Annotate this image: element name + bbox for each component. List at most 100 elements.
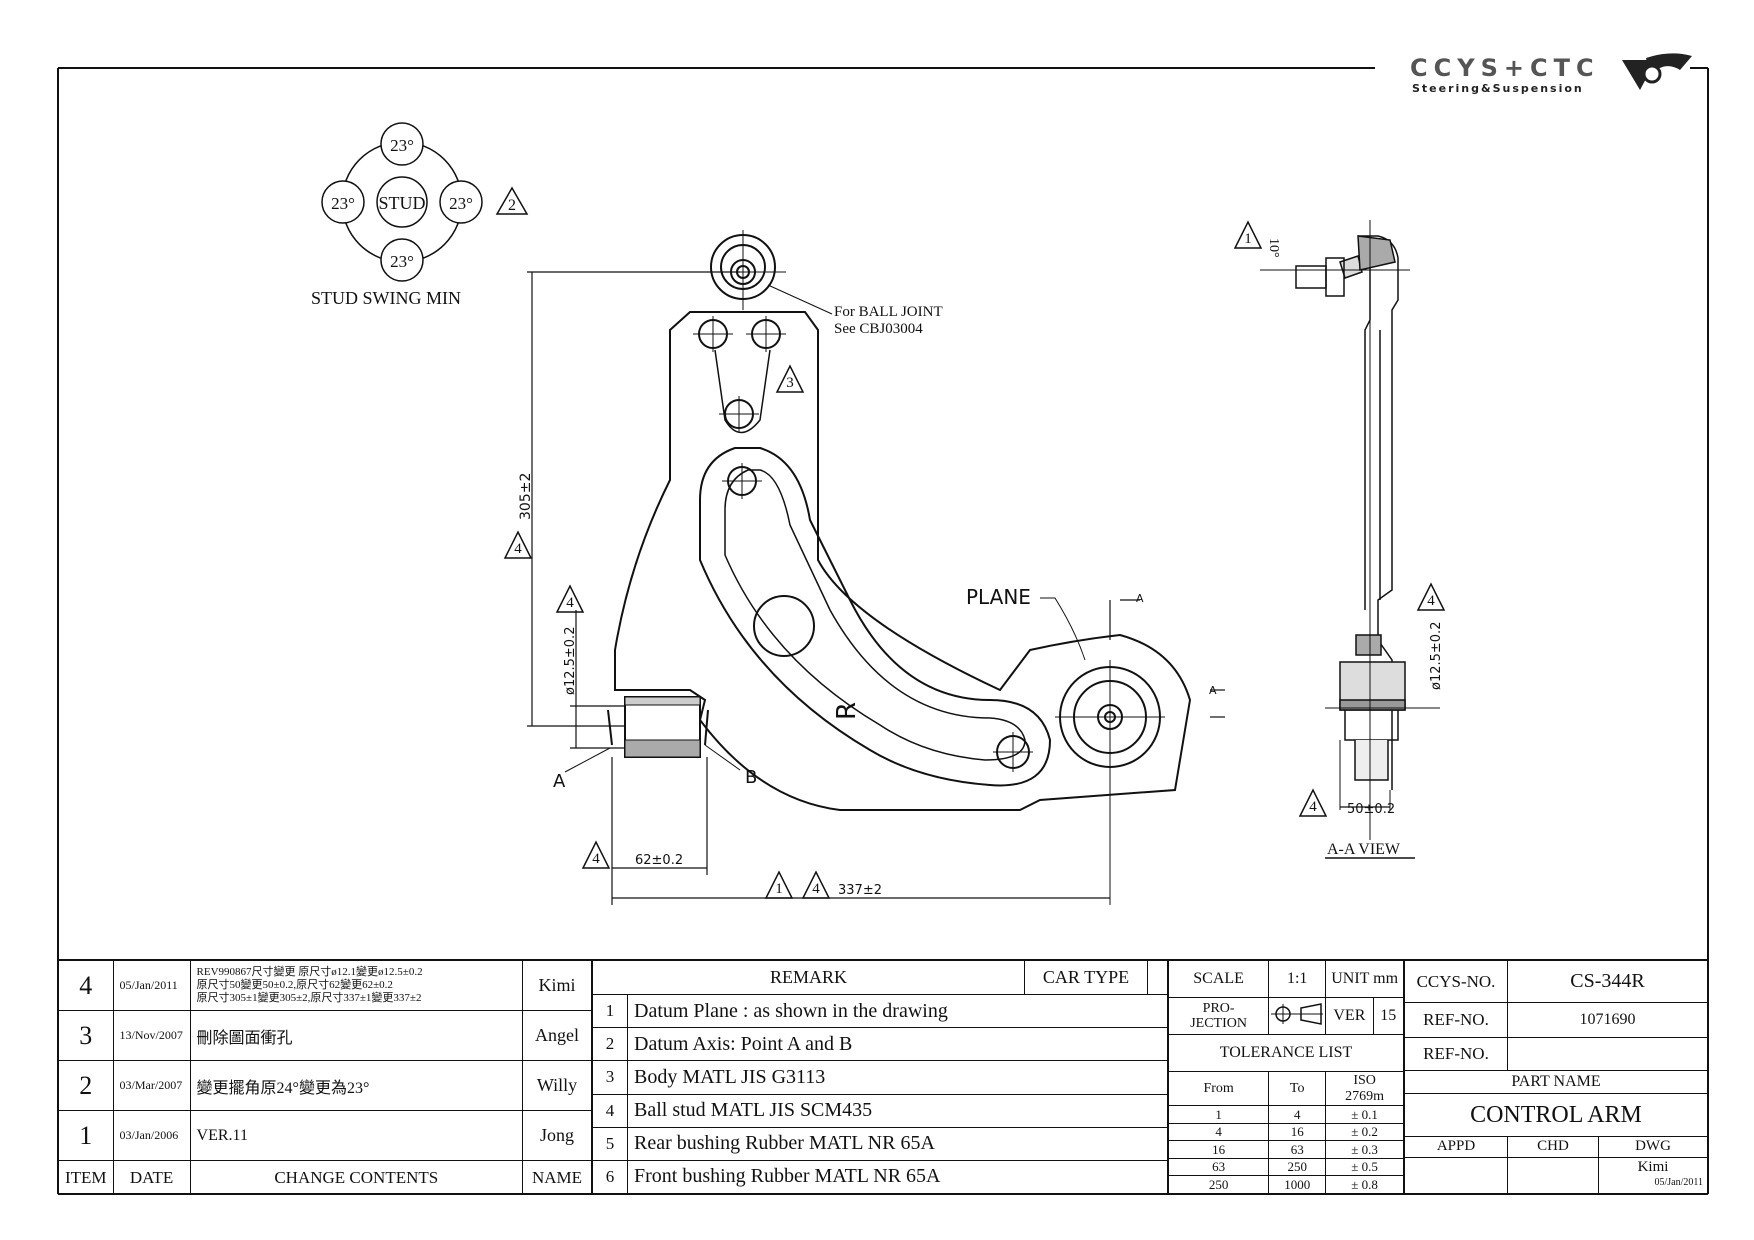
dim-50: 50±0.2 [1347, 802, 1395, 817]
rev-marker-4d: 4 [812, 881, 820, 897]
remark-text: Datum Plane : as shown in the drawing [627, 994, 1168, 1029]
tol-from: 250 [1167, 1175, 1270, 1194]
specs-table: SCALE 1:1 UNIT mm PRO-JECTION VER 15 TOL… [1167, 959, 1404, 1194]
rev-contents-line: REV990867尺寸變更 原尺寸ø12.1變更ø12.5±0.2 [196, 966, 423, 978]
ref-no2-label: REF-NO. [1404, 1037, 1508, 1072]
plane-label: PLANE [966, 585, 1031, 609]
dwg-label: DWG [1597, 1135, 1709, 1158]
angle-10: 10° [1266, 238, 1281, 258]
tol-to: 4 [1268, 1105, 1327, 1124]
remark-number: 2 [592, 1027, 628, 1062]
remark-number: 3 [592, 1060, 628, 1095]
rev-marker-4f: 4 [1309, 799, 1317, 815]
rev-item: 3 [58, 1010, 114, 1061]
remark-text: Datum Axis: Point A and B [627, 1027, 1168, 1062]
remark-text: Rear bushing Rubber MATL NR 65A [627, 1126, 1168, 1161]
rev-date: 03/Jan/2006 [112, 1110, 191, 1161]
rev-header-date: DATE [112, 1160, 191, 1195]
rev-name: Jong [522, 1110, 592, 1161]
chd-sign [1507, 1156, 1599, 1195]
rev-header-name: NAME [522, 1160, 592, 1195]
rev-contents: REV990867尺寸變更 原尺寸ø12.1變更ø12.5±0.2 原尺寸50變… [189, 960, 524, 1011]
rev-header-item: ITEM [58, 1160, 114, 1195]
rev-date: 13/Nov/2007 [112, 1010, 191, 1061]
stud-swing-diagram [321, 122, 529, 282]
drawn-by: Kimi [1637, 1159, 1669, 1176]
ref-no-value: 1071690 [1507, 1002, 1708, 1039]
rev-item: 2 [58, 1060, 114, 1111]
rev-marker-1b: 1 [1244, 231, 1252, 247]
car-type-label: CAR TYPE [1023, 959, 1148, 996]
dim-125-right: ø12.5±0.2 [1429, 622, 1444, 690]
aa-view-label: A-A VIEW [1327, 841, 1401, 858]
part-name-label: PART NAME [1404, 1070, 1708, 1095]
side-view-center-lines [1260, 220, 1440, 840]
rev-triangles [503, 220, 1446, 899]
remark-number: 4 [592, 1093, 628, 1128]
rev-item: 1 [58, 1110, 114, 1161]
appd-label: APPD [1404, 1135, 1508, 1158]
dwg-cell: Kimi 05/Jan/2011 [1597, 1156, 1709, 1195]
center-lines [693, 230, 1165, 905]
tol-head-from: From [1167, 1071, 1270, 1107]
car-type-value [1146, 959, 1169, 996]
unit-label: UNIT [1331, 970, 1370, 988]
tol-value: ± 0.1 [1325, 1105, 1404, 1124]
rev-name: Willy [522, 1060, 592, 1111]
tol-value: ± 0.5 [1325, 1157, 1404, 1177]
logo-emblem-icon [1622, 53, 1692, 90]
rev-date: 03/Mar/2007 [112, 1060, 191, 1111]
tolerance-title: TOLERANCE LIST [1168, 1034, 1404, 1073]
rev-contents: VER.11 [189, 1110, 524, 1161]
ball-joint-note-1: For BALL JOINT [834, 304, 943, 320]
tol-to: 1000 [1268, 1175, 1327, 1194]
ref-no-label: REF-NO. [1404, 1002, 1508, 1039]
tol-to: 63 [1268, 1140, 1327, 1159]
tol-value: ± 0.8 [1325, 1175, 1404, 1194]
dim-125-left: ø12.5±0.2 [563, 627, 578, 695]
tol-to: 250 [1268, 1157, 1327, 1177]
part-name-value: CONTROL ARM [1404, 1093, 1708, 1137]
ccys-no-value: CS-344R [1507, 959, 1708, 1004]
projection-label: PRO-JECTION [1167, 997, 1270, 1036]
ccys-no-label: CCYS-NO. [1404, 959, 1508, 1004]
tol-from: 4 [1167, 1122, 1270, 1142]
r-label: R [832, 702, 862, 720]
revision-table: 4 05/Jan/2011 REV990867尺寸變更 原尺寸ø12.1變更ø1… [58, 960, 592, 1195]
rev-name: Angel [522, 1010, 592, 1061]
datum-b-label: B [745, 767, 757, 788]
rev-marker-4e: 4 [1427, 593, 1435, 609]
section-mark-top: A [1136, 592, 1144, 605]
rev-marker-3: 3 [786, 375, 794, 391]
section-mark-right: A [1209, 684, 1217, 697]
drawn-date: 05/Jan/2011 [1654, 1177, 1703, 1189]
rev-contents: 變更擺角原24°變更為23° [189, 1060, 524, 1111]
tol-from: 16 [1167, 1140, 1270, 1159]
logo-tagline: Steering&Suspension [1412, 82, 1584, 95]
stud-angle-top: 23° [390, 136, 414, 155]
rev-marker-4a: 4 [514, 541, 522, 557]
tol-head-iso: ISO 2769m [1325, 1071, 1404, 1107]
rev-marker-4b: 4 [566, 595, 574, 611]
remark-number: 5 [592, 1126, 628, 1161]
remark-text: Front bushing Rubber MATL NR 65A [627, 1159, 1168, 1195]
remark-header: REMARK [592, 959, 1025, 996]
title-block: CCYS-NO. CS-344R REF-NO. 1071690 REF-NO.… [1404, 959, 1709, 1195]
scale-label: SCALE [1167, 959, 1270, 999]
unit-value: mm [1373, 970, 1399, 988]
dim-337: 337±2 [838, 883, 882, 898]
rev-marker-4c: 4 [592, 851, 600, 867]
tol-to: 16 [1268, 1122, 1327, 1142]
remark-number: 6 [592, 1159, 628, 1195]
stud-angle-right: 23° [449, 194, 473, 213]
tol-value: ± 0.3 [1325, 1140, 1404, 1159]
scale-value: 1:1 [1268, 959, 1327, 999]
rev-contents-line: 原尺寸305±1變更305±2,原尺寸337±1變更337±2 [196, 992, 422, 1004]
ver-label: VER [1325, 997, 1374, 1036]
rev-item: 4 [58, 960, 114, 1011]
dim-305: 305±2 [518, 473, 534, 520]
stud-angle-bottom: 23° [390, 252, 414, 271]
ref-no2-value [1507, 1037, 1708, 1072]
ver-value: 15 [1372, 997, 1404, 1036]
